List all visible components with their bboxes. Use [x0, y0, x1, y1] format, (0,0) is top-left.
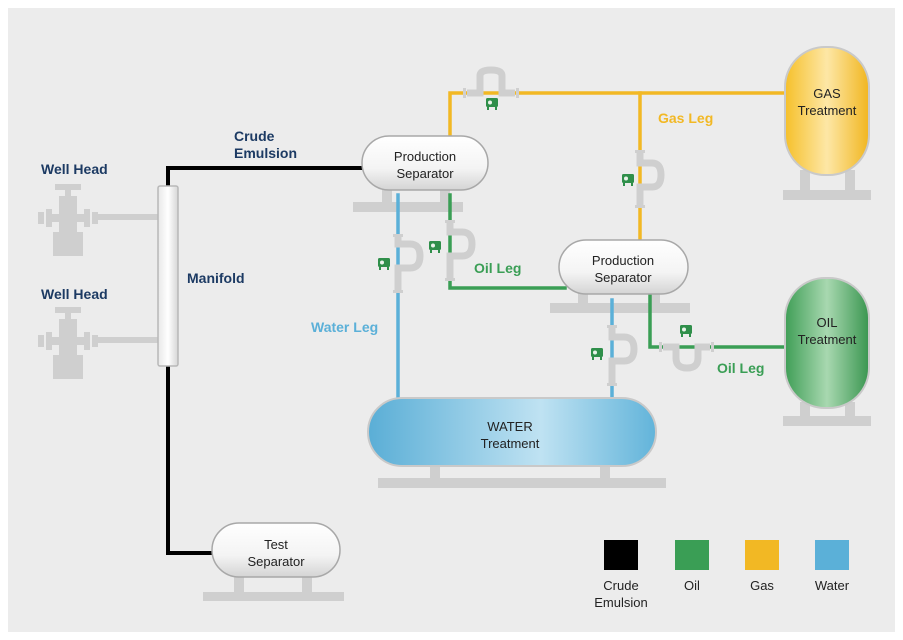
separator-2-label-line2: Separator	[594, 270, 652, 285]
water-treatment-label-line1: WATER	[487, 419, 533, 434]
flow-meter-icon	[429, 241, 441, 253]
oil-treatment-label-line2: Treatment	[798, 332, 857, 347]
gas-meter-loop	[467, 66, 515, 97]
legend-item-gas: Gas	[745, 540, 779, 593]
gas-tank-base	[783, 190, 871, 200]
equipment-bases	[203, 170, 871, 601]
separator-2-label-line1: Production	[592, 253, 654, 268]
separator-1-label-line1: Production	[394, 149, 456, 164]
legend: Crude Emulsion Oil Gas Water	[594, 540, 850, 610]
oil-treatment-tank	[784, 277, 870, 409]
test-separator-label-line1: Test	[264, 537, 288, 552]
separator-1-label-line2: Separator	[396, 166, 454, 181]
legend-item-crude: Crude Emulsion	[594, 540, 648, 610]
water-meter-loop-2	[608, 327, 638, 383]
oil-tank-base	[783, 416, 871, 426]
flow-meter-icon	[680, 325, 692, 337]
gas-treatment-label-line2: Treatment	[798, 103, 857, 118]
well-head-2-label: Well Head	[41, 286, 108, 302]
manifold-label: Manifold	[187, 270, 245, 286]
well-head-1	[38, 184, 158, 256]
flow-meter-icon	[622, 174, 634, 186]
flow-meter-icon	[378, 258, 390, 270]
gas-meter-loop-2	[636, 152, 665, 205]
oil-leg-label-2: Oil Leg	[717, 360, 764, 376]
crude-pipe-top	[166, 166, 364, 192]
water-treatment-label-line2: Treatment	[481, 436, 540, 451]
gas-pipe-top	[448, 91, 787, 142]
valve-icon	[55, 184, 81, 190]
gas-treatment-label-line1: GAS	[813, 86, 841, 101]
legend-item-oil: Oil	[675, 540, 709, 593]
flow-meter-icon	[486, 98, 498, 110]
flow-meter-icon	[591, 348, 603, 360]
test-separator-label-line2: Separator	[247, 554, 305, 569]
crude-emulsion-label-line1: Crude	[234, 128, 275, 144]
legend-label-crude-line2: Emulsion	[594, 595, 647, 610]
water-meter-loop-1	[394, 236, 424, 290]
legend-swatch-oil	[675, 540, 709, 570]
legend-swatch-gas	[745, 540, 779, 570]
legend-label-crude-line1: Crude	[603, 578, 638, 593]
gas-treatment-tank	[784, 46, 870, 176]
well-head-2	[38, 307, 158, 379]
flow-meters	[378, 98, 692, 360]
water-tank-base	[378, 478, 666, 488]
oil-treatment-label-line1: OIL	[817, 315, 838, 330]
oil-pipe-2	[648, 288, 792, 349]
production-separator-1	[361, 135, 489, 191]
oil-leg-label-1: Oil Leg	[474, 260, 521, 276]
legend-label-gas: Gas	[750, 578, 774, 593]
separator-1-base	[353, 202, 463, 212]
meter-loops	[394, 66, 710, 383]
legend-label-water: Water	[815, 578, 850, 593]
water-treatment-tank	[367, 397, 657, 467]
legend-item-water: Water	[815, 540, 850, 593]
valve-icon	[55, 307, 81, 313]
crude-emulsion-label-line2: Emulsion	[234, 145, 297, 161]
oil-meter-loop-1	[446, 222, 476, 278]
crude-pipe-bottom	[166, 363, 214, 555]
water-leg-label: Water Leg	[311, 319, 378, 335]
well-head-1-label: Well Head	[41, 161, 108, 177]
gas-leg-label: Gas Leg	[658, 110, 713, 126]
legend-swatch-crude	[604, 540, 638, 570]
legend-swatch-water	[815, 540, 849, 570]
test-separator-base	[203, 592, 344, 601]
manifold	[157, 185, 179, 367]
meter-flanges	[393, 88, 714, 386]
legend-label-oil: Oil	[684, 578, 700, 593]
test-separator	[211, 522, 341, 578]
oil-meter-loop-2	[663, 343, 710, 372]
separator-2-base	[550, 303, 690, 313]
pipes	[166, 91, 792, 555]
production-separator-2	[558, 239, 689, 295]
